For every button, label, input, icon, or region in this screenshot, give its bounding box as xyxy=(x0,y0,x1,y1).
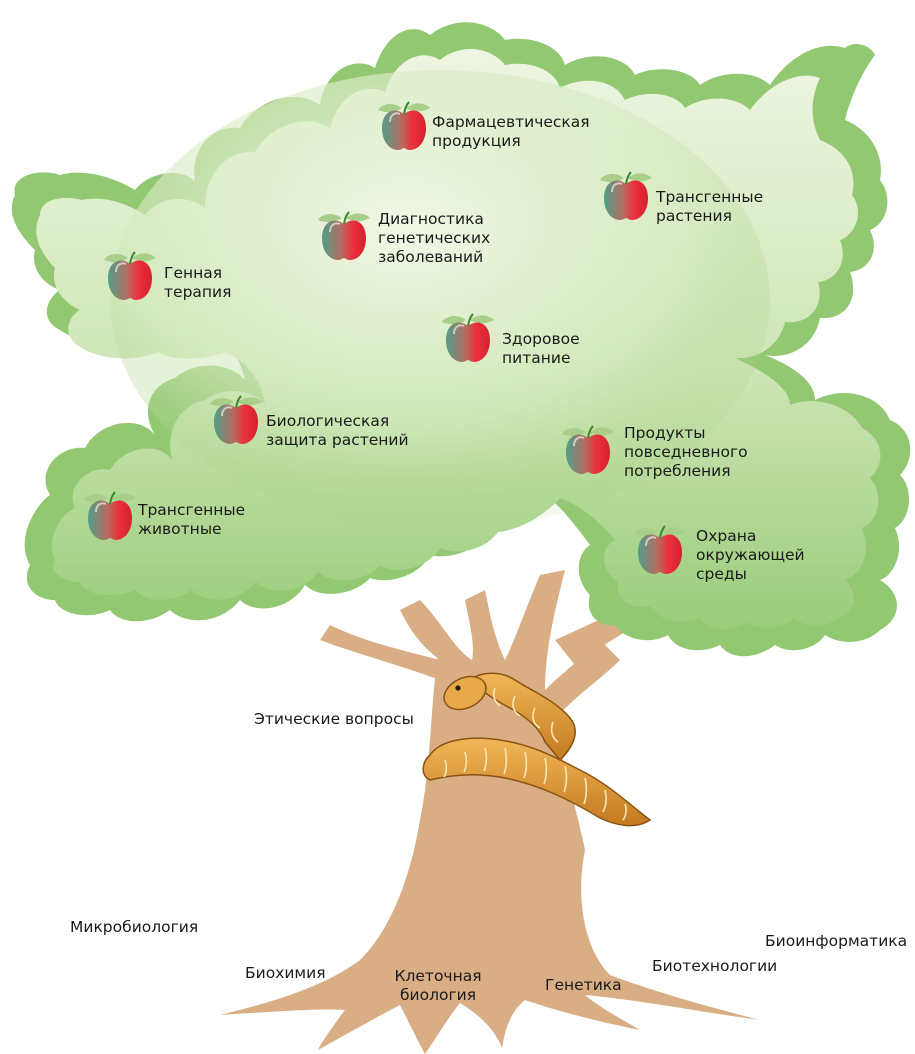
apple-gene-therapy xyxy=(104,251,156,300)
apple-pharma xyxy=(378,101,430,150)
root-label-biochemistry: Биохимия xyxy=(245,964,326,982)
snake xyxy=(422,672,652,827)
snake-label: Этические вопросы xyxy=(254,710,414,728)
apple-consumer-products xyxy=(562,425,614,474)
apple-transgenic-animals xyxy=(84,491,136,540)
root-label-biotechnology: Биотехнологии xyxy=(652,957,778,975)
apples xyxy=(84,101,686,574)
fruit-label-environment: Охрана окружающей среды xyxy=(696,527,805,583)
apple-transgenic-plants xyxy=(600,171,652,220)
apple-healthy-food xyxy=(442,313,494,362)
root-label-microbiology: Микробиология xyxy=(70,918,199,936)
fruit-label-consumer-products: Продукты повседневного потребления xyxy=(624,424,748,480)
fruit-label-gene-therapy: Генная терапия xyxy=(164,264,232,301)
root-label-cell-biology: Клеточная биология xyxy=(394,967,482,1004)
apple-diagnostics xyxy=(318,211,370,260)
fruit-label-transgenic-animals: Трансгенные животные xyxy=(138,501,246,538)
fruit-label-diagnostics: Диагностика генетических заболеваний xyxy=(378,210,491,266)
fruit-label-bio-protection: Биологическая защита растений xyxy=(266,412,409,449)
fruit-label-pharma: Фармацевтическая продукция xyxy=(432,113,590,150)
apple-bio-protection xyxy=(210,395,262,444)
fruit-label-transgenic-plants: Трансгенные растения xyxy=(656,188,764,225)
fruit-label-healthy-food: Здоровое питание xyxy=(502,330,580,367)
root-label-bioinformatics: Биоинформатика xyxy=(765,932,908,950)
apple-environment xyxy=(634,525,686,574)
root-label-genetics: Генетика xyxy=(545,976,622,994)
